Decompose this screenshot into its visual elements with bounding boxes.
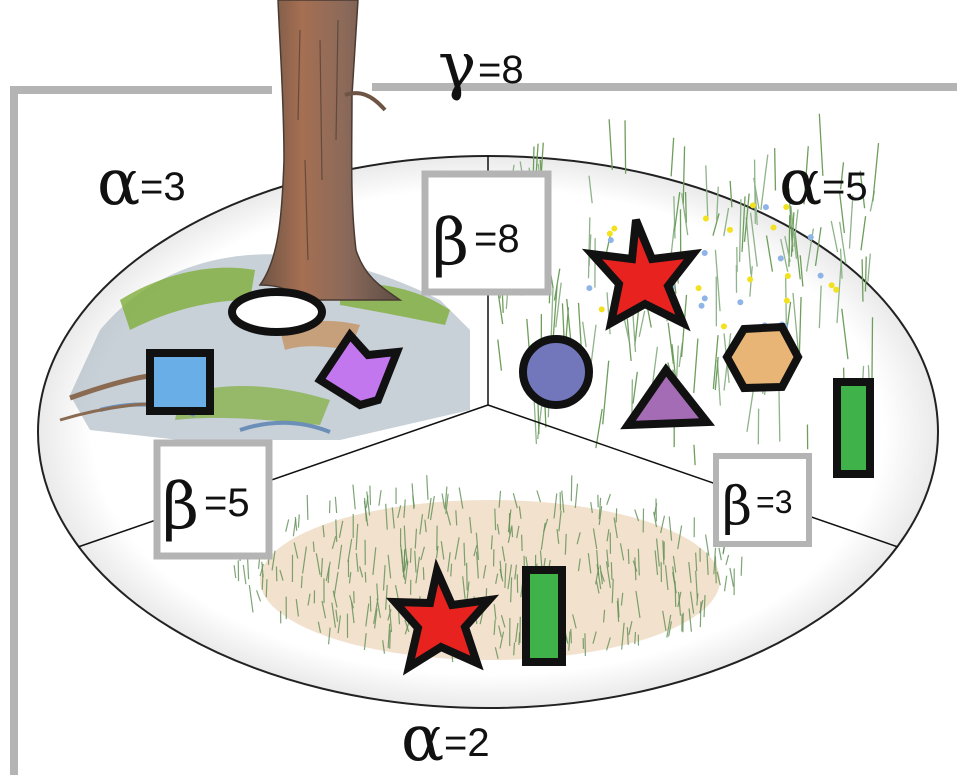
gamma-frame: [10, 83, 957, 775]
meadow-shapes: [519, 218, 874, 478]
alpha-symbol: α: [779, 146, 822, 220]
beta-label-forest: β =5: [153, 439, 273, 560]
pennant-shape: [314, 328, 404, 410]
bar-shape: [833, 378, 874, 478]
ellipse-shape: [228, 288, 326, 336]
beta-symbol: β: [722, 477, 752, 537]
beta-value: =5: [204, 481, 250, 525]
circle-shape: [519, 335, 593, 409]
grassland-shapes: [385, 558, 566, 676]
alpha-label-meadow: α =5: [779, 146, 868, 220]
alpha-label-forest: α =3: [97, 146, 186, 220]
beta-value: =8: [474, 217, 520, 261]
gamma-label: γ =8: [438, 29, 524, 103]
square-shape: [146, 349, 214, 415]
alpha-value: =5: [822, 165, 868, 209]
beta-label-forest-meadow: β =8: [421, 170, 552, 296]
alpha-value: =3: [140, 165, 186, 209]
grassland-illustration: [233, 475, 743, 663]
forest-shapes: [146, 288, 404, 415]
beta-value: =3: [756, 484, 792, 520]
alpha-value: =2: [444, 721, 490, 765]
hexagon-shape: [722, 322, 803, 393]
beta-label-meadow: β =3: [713, 453, 812, 547]
gamma-value: =8: [478, 48, 524, 92]
triangle-shape: [620, 363, 716, 430]
beta-symbol: β: [162, 470, 199, 544]
gamma-symbol: γ: [438, 29, 476, 103]
star-shape: [385, 558, 500, 676]
star-shape: [581, 218, 703, 332]
bar-shape: [522, 566, 566, 666]
alpha-symbol: α: [401, 702, 444, 776]
beta-symbol: β: [432, 206, 469, 280]
alpha-label-grassland: α =2: [401, 702, 490, 776]
alpha-symbol: α: [97, 146, 140, 220]
